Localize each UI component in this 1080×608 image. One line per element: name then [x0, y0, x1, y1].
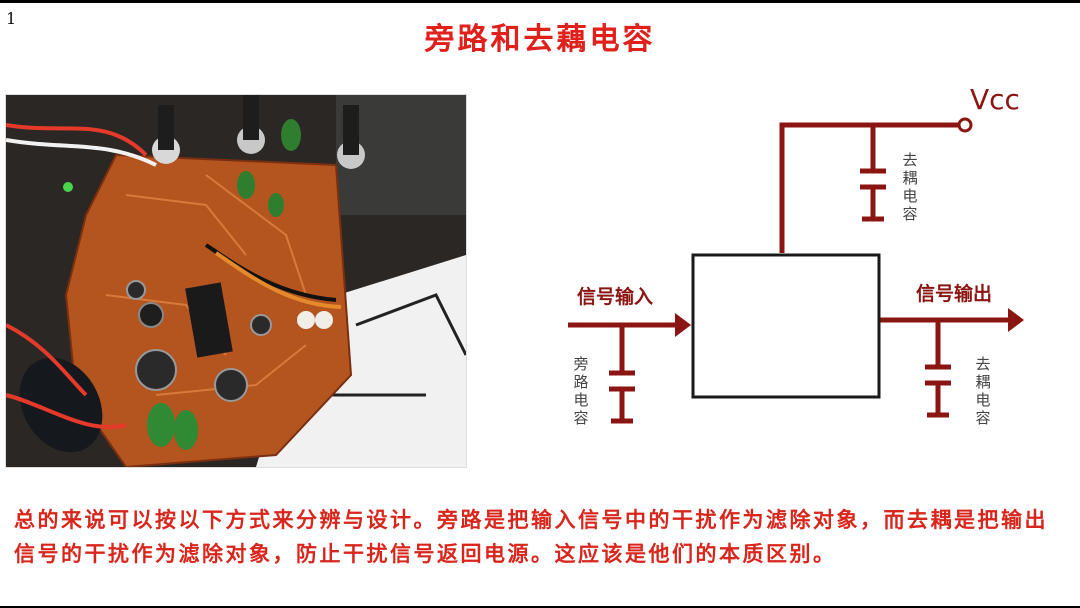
- signal-input-label: 信号输入: [577, 286, 654, 308]
- slide-number: 1: [6, 9, 17, 28]
- input-arrow: [675, 313, 691, 337]
- decoupling-cap-top-label: 去耦电容: [902, 151, 918, 223]
- top-border: [0, 0, 1080, 3]
- circuit-board-illustration: [6, 95, 466, 467]
- slide-title: 旁路和去藕电容: [424, 22, 656, 57]
- bottom-border: [0, 606, 1080, 608]
- circuit-board-photo: [6, 95, 466, 467]
- output-arrow: [1008, 308, 1024, 332]
- signal-output-label: 信号输出: [916, 283, 993, 305]
- circuit-schematic: [568, 117, 1024, 424]
- decoupling-cap-output-label: 去耦电容: [975, 355, 991, 427]
- bypass-cap-label: 旁路电容: [573, 355, 589, 427]
- explanation-text: 总的来说可以按以下方式来分辨与设计。旁路是把输入信号中的干扰作为滤除对象，而去耦…: [14, 508, 1048, 566]
- circuit-block: [691, 253, 881, 399]
- circuit-diagram: Vcc 信号输入 信号输出 去耦电容 旁路电容 去耦电容: [560, 75, 1040, 445]
- vcc-label: Vcc: [970, 83, 1020, 116]
- vcc-terminal: [957, 117, 973, 133]
